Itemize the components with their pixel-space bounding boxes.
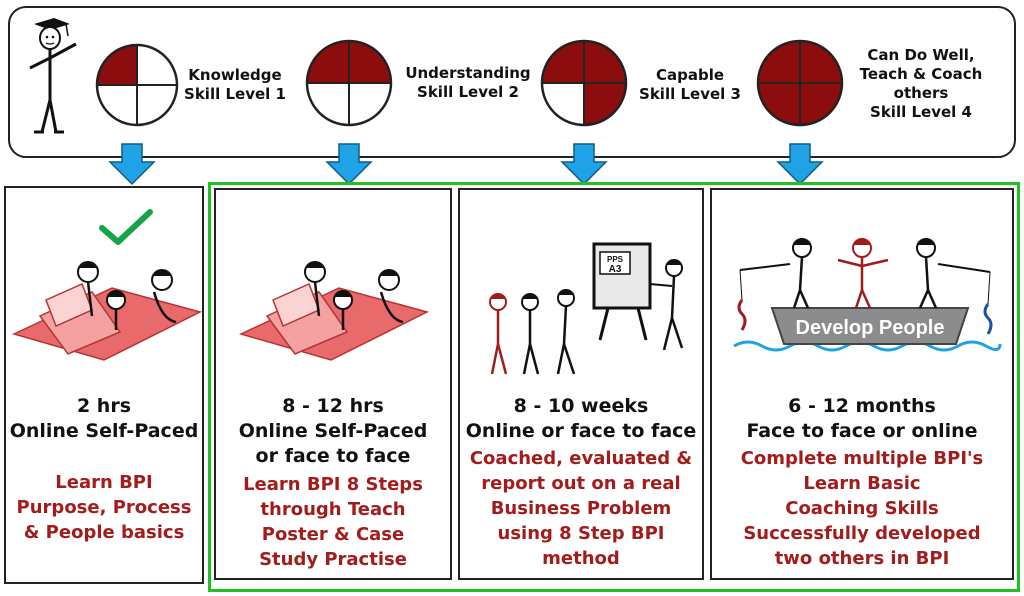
quarter-segment xyxy=(542,41,584,83)
quarter-segment xyxy=(349,41,391,83)
quarter-segment xyxy=(137,45,177,85)
highlight-frame xyxy=(208,182,1020,592)
down-arrow-icon xyxy=(108,143,156,186)
laptop-students-icon xyxy=(11,261,203,361)
quarter-segment xyxy=(584,41,626,83)
quarter-segment xyxy=(758,41,800,83)
skill-level-3-icon xyxy=(540,39,628,127)
skill-level-2-icon xyxy=(305,39,393,127)
down-arrow-icon xyxy=(776,143,824,186)
quarter-segment xyxy=(349,83,391,125)
down-arrow-icon xyxy=(325,143,373,186)
poster-label: A3 xyxy=(609,264,622,275)
stage-description: Coached, evaluated &report out on a real… xyxy=(469,448,693,569)
quarter-segment xyxy=(307,41,349,83)
quarter-segment xyxy=(542,83,584,125)
checkmark-icon xyxy=(99,209,153,245)
skill-level-panel xyxy=(8,6,1016,158)
poster-label: PPS xyxy=(607,255,624,264)
boat-label: Develop People xyxy=(796,317,945,339)
quarter-segment xyxy=(137,85,177,125)
quarter-segment xyxy=(307,83,349,125)
quarter-segment xyxy=(584,83,626,125)
quarter-segment xyxy=(800,41,842,83)
skill-level-4-icon xyxy=(756,39,844,127)
teacher-figure-icon xyxy=(29,18,77,134)
down-arrow-icon xyxy=(560,143,608,186)
quarter-segment xyxy=(758,83,800,125)
quarter-segment xyxy=(97,45,137,85)
quarter-segment xyxy=(800,83,842,125)
develop-people-boat-icon: Develop People xyxy=(733,238,1002,352)
presentation-poster-icon: PPS A3 xyxy=(489,242,684,375)
quarter-segment xyxy=(97,85,137,125)
laptop-students-icon xyxy=(238,261,430,361)
skill-level-1-icon xyxy=(95,43,179,127)
